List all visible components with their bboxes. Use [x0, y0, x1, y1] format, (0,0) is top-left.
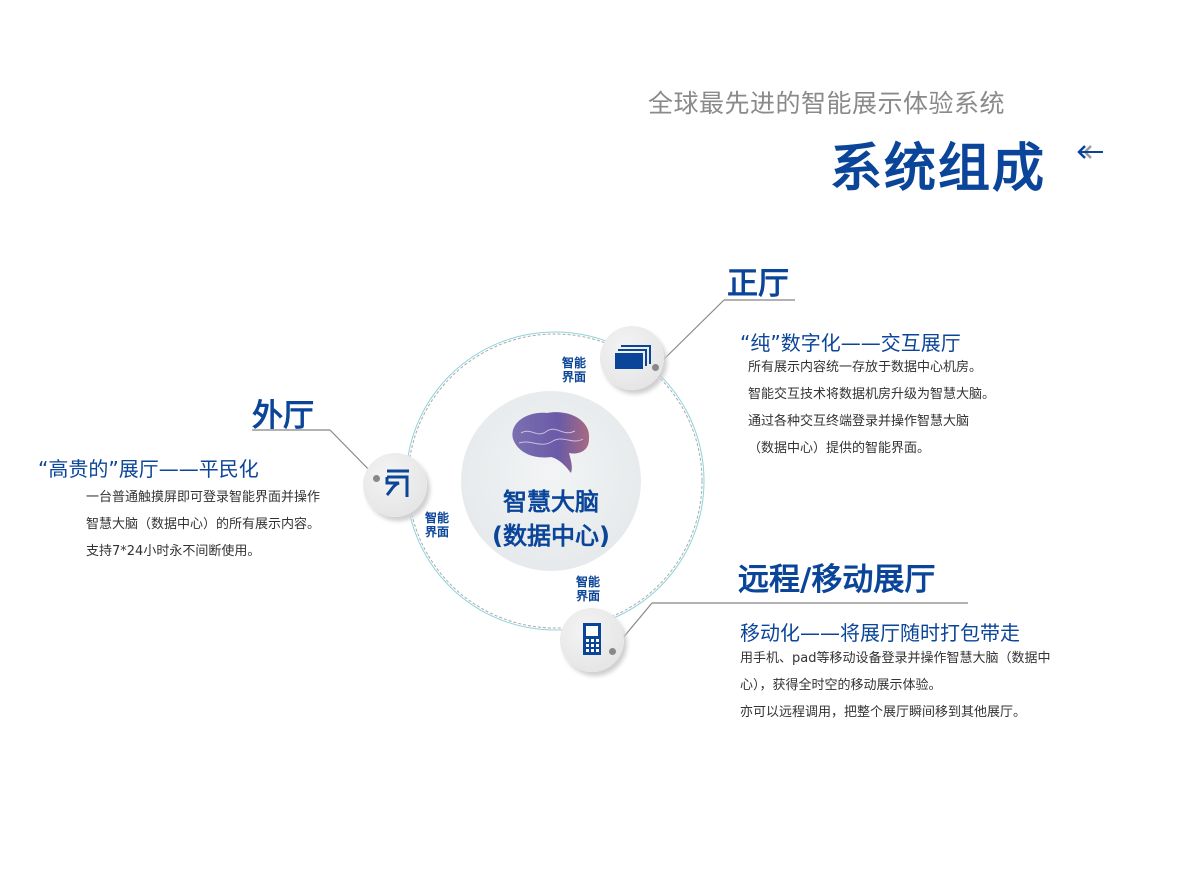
desc-line: 智能交互技术将数据机房升级为智慧大脑。 [748, 387, 996, 402]
connector-dot [373, 475, 380, 482]
label-line: 智能 [576, 575, 601, 589]
connector-dot [609, 648, 616, 655]
desc-line: 智慧大脑（数据中心）的所有展示内容。 [86, 517, 321, 532]
mobile-phone-icon [583, 623, 601, 655]
main-hall-title: 正厅 [727, 266, 789, 302]
label-line: 界面 [562, 370, 587, 384]
label-line: 智能 [562, 356, 587, 370]
brain-icon [512, 412, 590, 473]
connector-dot [652, 364, 659, 371]
outer-hall-description: 一台普通触摸屏即可登录智能界面并操作 智慧大脑（数据中心）的所有展示内容。 支持… [86, 484, 320, 565]
desc-line: 支持7*24小时永不间断使用。 [86, 544, 261, 559]
outer-hall-title: 外厅 [252, 398, 314, 434]
page-title: 系统组成 [830, 139, 1047, 199]
label-line: 界面 [425, 525, 450, 539]
smart-interface-label-top: 智能界面 [562, 356, 586, 384]
smart-interface-label-bottom: 智能界面 [576, 575, 600, 603]
main-hall-description: 所有展示内容统一存放于数据中心机房。 智能交互技术将数据机房升级为智慧大脑。 通… [748, 354, 995, 462]
desc-line: 通过各种交互终端登录并操作智慧大脑 [748, 414, 970, 429]
double-left-arrow-icon [1077, 145, 1103, 159]
remote-hall-node[interactable] [560, 608, 624, 672]
screens-icon [615, 345, 651, 369]
main-hall-tagline: “纯”数字化——交互展厅 [740, 331, 961, 355]
desc-line: 一台普通触摸屏即可登录智能界面并操作 [86, 490, 321, 505]
center-title: 智慧大脑 [503, 488, 599, 516]
desc-line: 用手机、pad等移动设备登录并操作智慧大脑（数据中 [740, 651, 1051, 666]
desc-line: 所有展示内容统一存放于数据中心机房。 [748, 360, 983, 375]
touch-hand-icon [385, 469, 409, 497]
outer-hall-node[interactable] [363, 453, 427, 517]
label-line: 界面 [576, 589, 601, 603]
brain-center-disk: 智慧大脑 (数据中心) [461, 391, 641, 571]
desc-line: 心），获得全时空的移动展示体验。 [740, 678, 942, 693]
main-hall-node[interactable] [600, 326, 664, 390]
smart-interface-label-left: 智能界面 [425, 511, 449, 539]
desc-line: 亦可以远程调用，把整个展厅瞬间移到其他展厅。 [740, 705, 1027, 720]
outer-hall-tagline: “高贵的”展厅——平民化 [38, 457, 259, 481]
desc-line: （数据中心）提供的智能界面。 [748, 441, 931, 456]
remote-hall-title: 远程/移动展厅 [738, 562, 936, 598]
remote-hall-tagline: 移动化——将展厅随时打包带走 [740, 621, 1020, 645]
remote-hall-description: 用手机、pad等移动设备登录并操作智慧大脑（数据中 心），获得全时空的移动展示体… [740, 645, 1050, 726]
center-subtitle: (数据中心) [492, 522, 610, 550]
page-subtitle: 全球最先进的智能展示体验系统 [648, 89, 1006, 118]
label-line: 智能 [425, 511, 450, 525]
